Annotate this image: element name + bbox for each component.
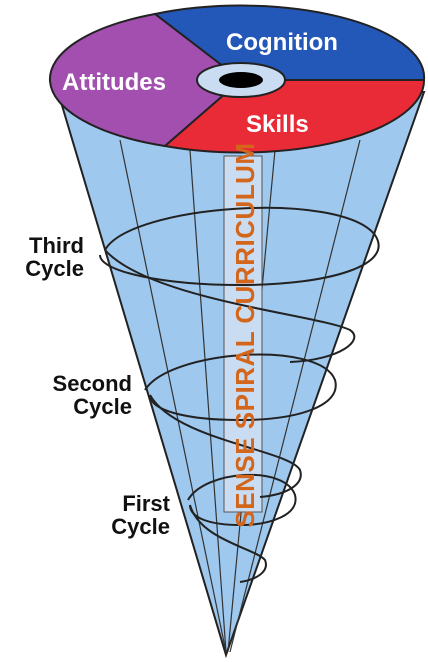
third-cycle-line1: Third — [29, 233, 84, 258]
center-hole — [219, 72, 263, 88]
segment-cognition — [152, 4, 426, 81]
second-cycle-line1: Second — [52, 371, 132, 396]
attitudes-label: Attitudes — [62, 69, 166, 96]
spiral-lines — [99, 206, 380, 583]
first-cycle-line2: Cycle — [111, 514, 170, 540]
first-cycle-line1: First — [122, 491, 170, 516]
spiral-third-lower — [104, 249, 356, 363]
spiral-first-lower — [189, 504, 267, 583]
first-cycle-label: First Cycle — [0, 492, 170, 538]
cognition-label: Cognition — [226, 29, 338, 56]
spiral-second-cycle — [144, 353, 337, 422]
second-cycle-label: Second Cycle — [0, 372, 132, 418]
skills-label: Skills — [246, 111, 309, 138]
segment-skills — [162, 79, 426, 154]
third-cycle-line2: Cycle — [25, 256, 84, 282]
vertical-title: SENSE SPIRAL CURRICULUM — [230, 142, 260, 527]
spiral-second-lower — [149, 394, 302, 498]
third-cycle-label: Third Cycle — [0, 234, 84, 280]
vertical-title-band — [223, 155, 263, 513]
spiral-first-cycle — [187, 473, 297, 527]
segment-attitudes — [49, 12, 243, 148]
second-cycle-line2: Cycle — [73, 394, 132, 420]
spiral-third-cycle — [99, 206, 380, 287]
